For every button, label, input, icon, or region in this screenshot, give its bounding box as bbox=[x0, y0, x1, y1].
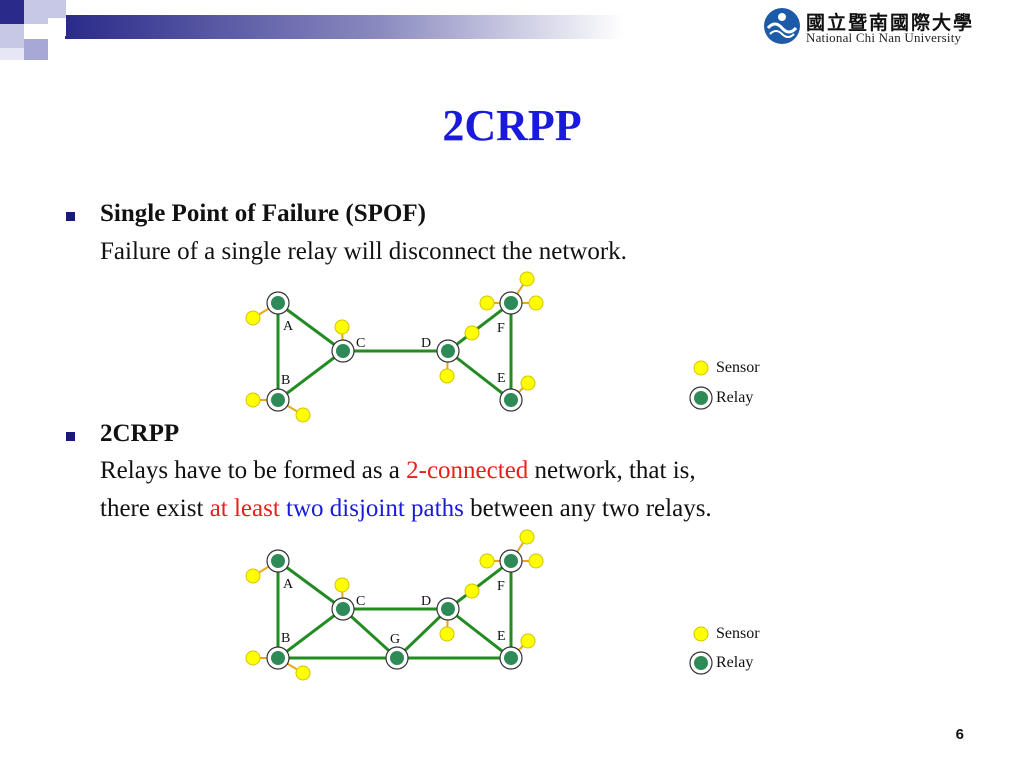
sensor-node bbox=[245, 310, 261, 326]
relay-node-b bbox=[266, 388, 290, 412]
relay-node-c bbox=[331, 339, 355, 363]
sensor-node bbox=[519, 271, 535, 287]
relay-label-d: D bbox=[421, 336, 431, 351]
page-number: 6 bbox=[955, 726, 964, 743]
relay-link bbox=[447, 559, 512, 611]
bullet-1-line-1: Failure of a single relay will disconnec… bbox=[100, 238, 627, 266]
relay-label-c: C bbox=[356, 594, 365, 609]
legend-sensor-icon bbox=[693, 626, 709, 642]
relay-node-d bbox=[436, 597, 460, 621]
bullet-1-line-1-seg-1: Failure of a single relay will disconnec… bbox=[100, 238, 627, 265]
bullet-2-line-2-seg-4: between any two relays. bbox=[463, 495, 712, 522]
sensor-node bbox=[334, 319, 350, 335]
spof-diagram: A B C D E F bbox=[245, 271, 713, 423]
relay-link bbox=[277, 607, 344, 660]
sensor-node bbox=[520, 375, 536, 391]
sensor-node bbox=[245, 568, 261, 584]
bullet-2-line-1-seg-1: Relays have to be formed as a bbox=[100, 457, 407, 484]
relay-node-d bbox=[436, 339, 460, 363]
relay-label-c: C bbox=[356, 336, 365, 351]
sensor-node bbox=[295, 407, 311, 423]
bullet-marker bbox=[66, 212, 75, 221]
relay-label-a: A bbox=[283, 319, 294, 334]
relay-label-d: D bbox=[421, 594, 431, 609]
sensor-node bbox=[334, 577, 350, 593]
sensor-node bbox=[519, 529, 535, 545]
relay-link bbox=[277, 559, 344, 611]
sensor-node bbox=[528, 553, 544, 569]
relay-node-f bbox=[499, 291, 523, 315]
header-decoration bbox=[0, 0, 765, 61]
relay-label-a: A bbox=[283, 577, 294, 592]
relay-link bbox=[447, 301, 512, 353]
bullet-2-line-2-seg-2: at least bbox=[209, 495, 280, 522]
relay-node-e bbox=[499, 646, 523, 670]
relay-link bbox=[277, 301, 344, 353]
bullet-1-heading: Single Point of Failure (SPOF) bbox=[100, 200, 426, 227]
relay-link bbox=[447, 349, 512, 402]
bullet-2-line-1-seg-3: network, that is, bbox=[528, 457, 696, 484]
relay-link bbox=[341, 607, 399, 660]
logo-english-name: National Chi Nan University bbox=[806, 30, 962, 45]
relay-label-e: E bbox=[497, 629, 506, 644]
bullet-2-line-2: there exist at least two disjoint paths … bbox=[100, 495, 712, 523]
sensor-node bbox=[245, 392, 261, 408]
relay-node-b bbox=[266, 646, 290, 670]
bullet-2-line-2-seg-1: there exist bbox=[100, 495, 210, 522]
sensor-node bbox=[464, 583, 480, 599]
relay-node-g bbox=[385, 646, 409, 670]
bullet-2-line-1: Relays have to be formed as a 2-connecte… bbox=[100, 457, 696, 485]
relay-link bbox=[395, 607, 450, 660]
legend-relay-label: Relay bbox=[716, 654, 754, 671]
slide-title: 2CRPP bbox=[442, 101, 582, 150]
sensor-node bbox=[464, 325, 480, 341]
legend-relay-icon bbox=[689, 651, 713, 675]
logo-chinese-name: 國立暨南國際大學 bbox=[806, 12, 975, 34]
sensor-node bbox=[479, 295, 495, 311]
header-bar bbox=[0, 0, 1024, 61]
relay-node-a bbox=[266, 549, 290, 573]
relay-label-e: E bbox=[497, 371, 506, 386]
sensor-node bbox=[439, 368, 455, 384]
sensor-node bbox=[245, 650, 261, 666]
bullet-2-line-1-seg-2: 2-connected bbox=[406, 457, 529, 484]
2crpp-diagram: A B C D E F G bbox=[245, 529, 713, 681]
relay-label-f: F bbox=[497, 321, 505, 336]
relay-node-c bbox=[331, 597, 355, 621]
bullet-2-line-2-seg-3: two disjoint paths bbox=[279, 495, 464, 522]
relay-node-a bbox=[266, 291, 290, 315]
bullet-marker bbox=[66, 432, 75, 441]
relay-node-e bbox=[499, 388, 523, 412]
sensor-node bbox=[528, 295, 544, 311]
sensor-node bbox=[295, 665, 311, 681]
relay-node-f bbox=[499, 549, 523, 573]
bullet-2-heading: 2CRPP bbox=[100, 420, 180, 447]
sensor-node bbox=[439, 626, 455, 642]
legend-sensor-icon bbox=[693, 360, 709, 376]
legend-sensor-label: Sensor bbox=[716, 359, 760, 376]
university-logo: 國立暨南國際大學 National Chi Nan University bbox=[762, 6, 1002, 48]
relay-link bbox=[277, 349, 344, 402]
university-emblem-icon bbox=[764, 8, 800, 44]
legend-relay-label: Relay bbox=[716, 389, 754, 406]
sensor-node bbox=[479, 553, 495, 569]
relay-label-f: F bbox=[497, 579, 505, 594]
relay-label-g: G bbox=[390, 632, 400, 647]
relay-link bbox=[447, 607, 512, 660]
legend-sensor-label: Sensor bbox=[716, 625, 760, 642]
relay-label-b: B bbox=[281, 631, 290, 646]
legend-relay-icon bbox=[689, 386, 713, 410]
sensor-node bbox=[520, 633, 536, 649]
relay-label-b: B bbox=[281, 373, 290, 388]
